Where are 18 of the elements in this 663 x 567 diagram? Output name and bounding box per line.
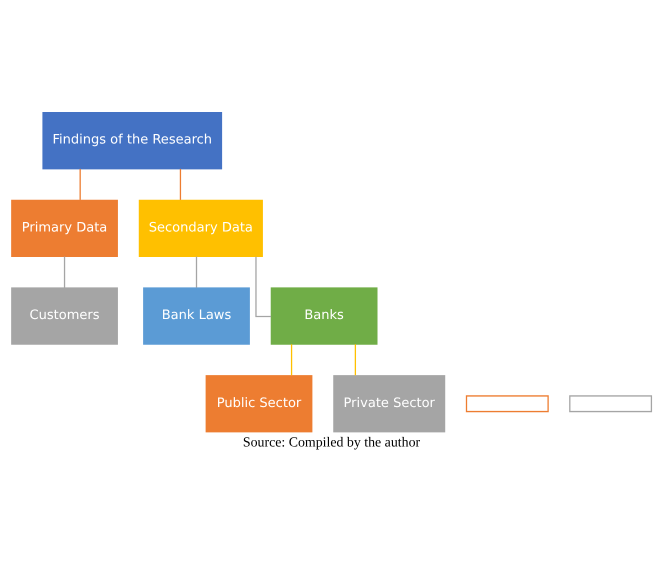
node-box: Findings of the Research [42,112,222,170]
node-box: Secondary Data [138,200,263,258]
node-box [569,395,652,412]
caption: Source: Compiled by the author [242,436,420,451]
connector [354,344,356,376]
node-box: Customers [11,287,118,345]
connector [64,256,66,288]
connector [180,168,182,200]
node-box: Bank Laws [143,287,250,345]
node-box: Private Sector [333,375,446,432]
node-box: Public Sector [206,375,312,432]
connector [80,168,81,200]
connector [290,344,292,376]
node-box: Banks [270,287,378,345]
connector [196,256,198,288]
connector [255,256,272,318]
node-box [466,395,549,412]
node-box: Primary Data [11,200,118,258]
